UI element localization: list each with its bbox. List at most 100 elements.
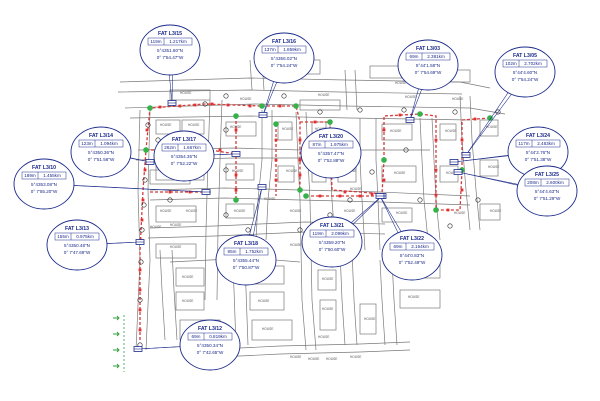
house-label: HOUSE [318, 335, 329, 339]
fat-latitude: 5°44'4.60"N [513, 70, 537, 75]
fat-id: FAT L3/25 [535, 172, 559, 178]
fat-total-distance: 1.975km [330, 142, 348, 147]
pole-icon [297, 187, 303, 193]
fat-longitude: 0° 7'50.60"W [319, 247, 346, 252]
house-label: HOUSE [180, 91, 191, 95]
house-label: HOUSE [350, 187, 361, 191]
pole-icon [223, 212, 229, 218]
route-marker [382, 178, 386, 182]
fat-longitude: 0° 7'54.69"W [415, 70, 442, 75]
pole-icon [147, 105, 153, 111]
route-marker [138, 288, 142, 292]
route-marker [298, 138, 302, 142]
pole-icon [223, 127, 229, 133]
route-marker [178, 104, 182, 108]
route-marker [278, 104, 282, 108]
fat-box-icon [231, 151, 241, 157]
fat-id: FAT L3/05 [513, 53, 537, 59]
fat-box-icon [145, 159, 155, 165]
fat-total-distance: 1.094km [100, 141, 118, 146]
fat-total-distance: 1.217km [169, 39, 187, 44]
fat-distance: 102m [505, 61, 517, 66]
pole-icon [143, 147, 149, 153]
fat-total-distance: 2.483km [537, 141, 555, 146]
fat-box-icon [133, 346, 143, 352]
pole-icon [401, 107, 407, 113]
route-marker [140, 218, 144, 222]
house-label: HOUSE [395, 81, 406, 85]
poles [137, 93, 501, 348]
pole-icon [245, 227, 251, 233]
house-label: HOUSE [405, 95, 416, 99]
fat-box-icon [453, 169, 463, 175]
house-label: HOUSE [234, 209, 245, 213]
route-marker [234, 173, 238, 177]
route-marker [168, 190, 172, 194]
legend-arrow-icon [113, 315, 120, 321]
fat-longitude: 0° 7'52.49"W [399, 260, 426, 265]
fat-total-distance: 0.975km [76, 234, 94, 239]
fat-box-icon [375, 193, 385, 199]
fat-distance: 189m [24, 173, 36, 178]
house-label: HOUSE [182, 299, 193, 303]
route-marker [358, 194, 362, 198]
route-marker [138, 268, 142, 272]
fat-distance: 69m [394, 244, 403, 249]
fat-distance: 117m [518, 141, 529, 146]
pole-icon [357, 107, 363, 113]
fat-box-icon [257, 184, 267, 190]
pole-icon [487, 115, 493, 121]
fat-longitude: 0° 7'54.47"W [157, 55, 184, 60]
house-label: HOUSE [170, 223, 181, 227]
route-marker [274, 158, 278, 162]
route-marker [460, 188, 464, 192]
pole-icon [223, 93, 229, 99]
fat-latitude: 5°44'0.83"N [400, 253, 424, 258]
house-label: HOUSE [290, 355, 301, 359]
pole-icon [297, 227, 303, 233]
house-label: HOUSE [170, 245, 181, 249]
fat-id: FAT L3/13 [65, 226, 89, 232]
fat-latitude: 5°4355.44"N [233, 258, 259, 263]
pole-icon [417, 197, 423, 203]
route-marker [143, 168, 147, 172]
pole-icon [303, 193, 309, 199]
route-marker [274, 138, 278, 142]
fat-longitude: 0° 7'51.29"W [534, 196, 561, 201]
fat-distance: 137m [264, 47, 276, 52]
fat-longitude: 0° 7'55.20"W [31, 189, 58, 194]
house-label: HOUSE [445, 129, 456, 133]
fat-distance: 87m [313, 142, 322, 147]
fat-box-icon [405, 117, 415, 123]
pole-icon [137, 297, 143, 303]
house-label: HOUSE [290, 209, 301, 213]
pole-icon [347, 197, 353, 203]
fat-box-icon [135, 239, 145, 245]
leader-lines [40, 49, 551, 350]
route-marker [298, 158, 302, 162]
house-label: HOUSE [264, 197, 275, 201]
route-marker [141, 198, 145, 202]
route-marker [318, 194, 322, 198]
fat-total-distance: 2.099km [331, 231, 349, 236]
pole-icon [167, 197, 173, 203]
pole-icon [403, 147, 409, 153]
route-marker [226, 103, 230, 107]
fat-distance: 262m [164, 145, 176, 150]
pole-icon [202, 101, 208, 107]
pole-icon [138, 259, 144, 265]
fat-id: FAT L3/14 [89, 133, 113, 139]
fat-distance: 119m [312, 231, 323, 236]
pole-icon [233, 197, 239, 203]
fat-box-icon [449, 159, 459, 165]
fat-distance: 85m [228, 249, 237, 254]
pole-icon [433, 207, 439, 213]
legend-marks [113, 315, 125, 372]
route-marker [210, 102, 214, 106]
